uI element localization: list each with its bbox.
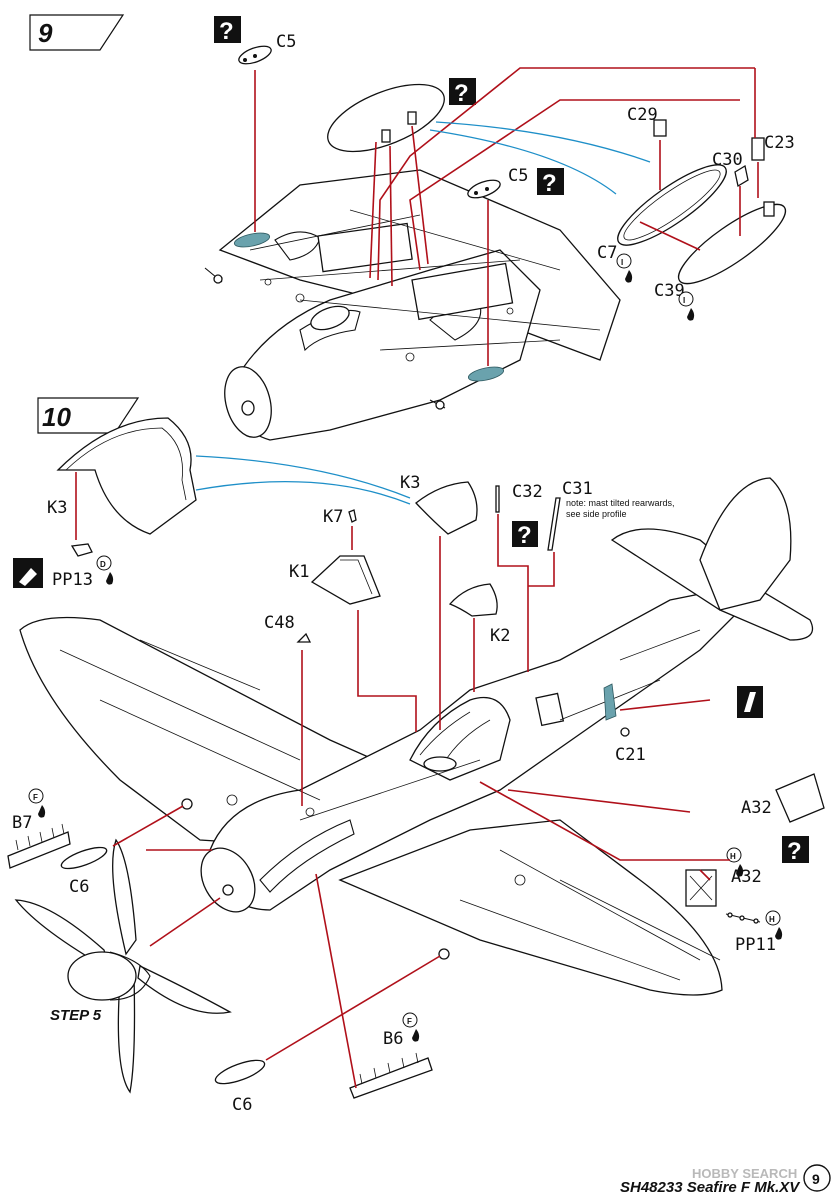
step10-blue-guides xyxy=(195,455,411,505)
note-mast-line2: see side profile xyxy=(566,509,627,519)
kit-title: SH48233 Seafire F Mk.XV xyxy=(620,1179,801,1196)
part-a32-bottom: A32 H xyxy=(685,847,762,907)
part-b7: B7 F xyxy=(7,788,71,869)
part-k2: K2 xyxy=(448,583,510,646)
part-c39: C39 I xyxy=(654,281,695,321)
part-c23: C23 xyxy=(751,133,795,217)
label-a32-top: A32 xyxy=(741,798,772,818)
label-pp11: PP11 xyxy=(735,935,776,955)
paint-code-c39: I xyxy=(683,296,685,305)
label-k1: K1 xyxy=(289,562,309,582)
part-tank-half-right xyxy=(677,203,787,285)
watermark-text: HOBBY SEARCH xyxy=(692,1166,797,1181)
step9-aircraft-drawing xyxy=(204,169,621,441)
part-c5-top: C5 xyxy=(238,32,296,65)
question-mark-c5-mid: ? xyxy=(537,168,564,197)
paint-code-c7: I xyxy=(621,258,623,267)
question-mark-icon: ? xyxy=(542,170,557,197)
label-c31: C31 xyxy=(562,479,593,499)
part-c5-mid: C5 xyxy=(467,166,528,199)
part-pp13: PP13 D xyxy=(52,543,114,590)
part-c31: C31 note: mast tilted rearwards, see sid… xyxy=(547,479,675,551)
label-k2: K2 xyxy=(490,626,510,646)
label-c7: C7 xyxy=(597,243,617,263)
note-mast-line1: note: mast tilted rearwards, xyxy=(566,498,675,508)
part-b6: B6 F xyxy=(349,1012,433,1099)
step-10-number: 10 xyxy=(42,402,71,432)
paint-code-b7: F xyxy=(33,793,38,802)
page-number: 9 xyxy=(812,1171,820,1187)
page-number-circle xyxy=(803,1164,831,1192)
part-c21: C21 xyxy=(615,727,646,765)
part-c6-bottom: C6 xyxy=(214,1059,266,1115)
label-pp13: PP13 xyxy=(52,570,93,590)
label-b7: B7 xyxy=(12,813,32,833)
question-mark-c5-top: ? xyxy=(214,16,241,45)
step10-red-arrows xyxy=(75,472,730,1089)
part-k3-canopy-large: K3 xyxy=(47,417,197,535)
question-mark-icon: ? xyxy=(517,522,532,549)
label-c6-bottom: C6 xyxy=(232,1095,252,1115)
step-5-reference: STEP 5 xyxy=(50,1007,102,1024)
label-c39: C39 xyxy=(654,281,685,301)
option-marker-c21 xyxy=(737,686,763,718)
part-c29: C29 xyxy=(627,105,667,137)
part-pp11: PP11 H xyxy=(725,910,783,955)
label-c23: C23 xyxy=(764,133,795,153)
label-c5-mid: C5 xyxy=(508,166,528,186)
main-aircraft-drawing xyxy=(19,477,814,996)
question-mark-icon: ? xyxy=(454,80,469,107)
footer: SH48233 Seafire F Mk.XV HOBBY SEARCH 9 xyxy=(620,1164,831,1196)
label-k3-left: K3 xyxy=(47,498,67,518)
photo-etch-icon xyxy=(13,558,43,588)
step-9-number: 9 xyxy=(38,18,53,48)
label-c30: C30 xyxy=(712,150,743,170)
question-mark-icon: ? xyxy=(787,838,802,865)
part-k7: K7 xyxy=(323,507,357,527)
label-c29: C29 xyxy=(627,105,658,125)
part-drop-tank xyxy=(327,83,445,153)
label-a32-bottom: A32 xyxy=(731,867,762,887)
part-k1-windscreen: K1 xyxy=(289,555,381,605)
paint-code-a32: H xyxy=(730,852,736,861)
part-k3-canopy-small: K3 xyxy=(400,473,478,535)
label-c6-left: C6 xyxy=(69,877,89,897)
paint-code-pp13: D xyxy=(100,560,106,569)
label-b6: B6 xyxy=(383,1029,403,1049)
paint-code-pp11: H xyxy=(769,915,775,924)
label-c5-top: C5 xyxy=(276,32,296,52)
part-a32-top: A32 xyxy=(741,773,825,823)
question-mark-a32: ? xyxy=(782,836,809,865)
label-c48: C48 xyxy=(264,613,295,633)
label-k3-mid: K3 xyxy=(400,473,420,493)
step9-blue-guides xyxy=(429,121,651,195)
part-c32: C32 xyxy=(495,482,543,513)
label-c21: C21 xyxy=(615,745,646,765)
step9-red-arrows xyxy=(254,67,759,366)
question-mark-drop-tank: ? xyxy=(449,78,476,107)
part-c6-left: C6 xyxy=(60,846,108,897)
question-mark-icon: ? xyxy=(219,18,234,45)
part-c48: C48 xyxy=(264,613,312,643)
part-c7: C7 I xyxy=(597,243,633,283)
question-mark-c31: ? xyxy=(512,521,538,549)
step-9-header: 9 xyxy=(29,14,125,51)
paint-code-b6: F xyxy=(407,1017,412,1026)
part-c30: C30 xyxy=(712,150,749,188)
propeller xyxy=(14,838,232,1094)
label-c32: C32 xyxy=(512,482,543,502)
label-k7: K7 xyxy=(323,507,343,527)
